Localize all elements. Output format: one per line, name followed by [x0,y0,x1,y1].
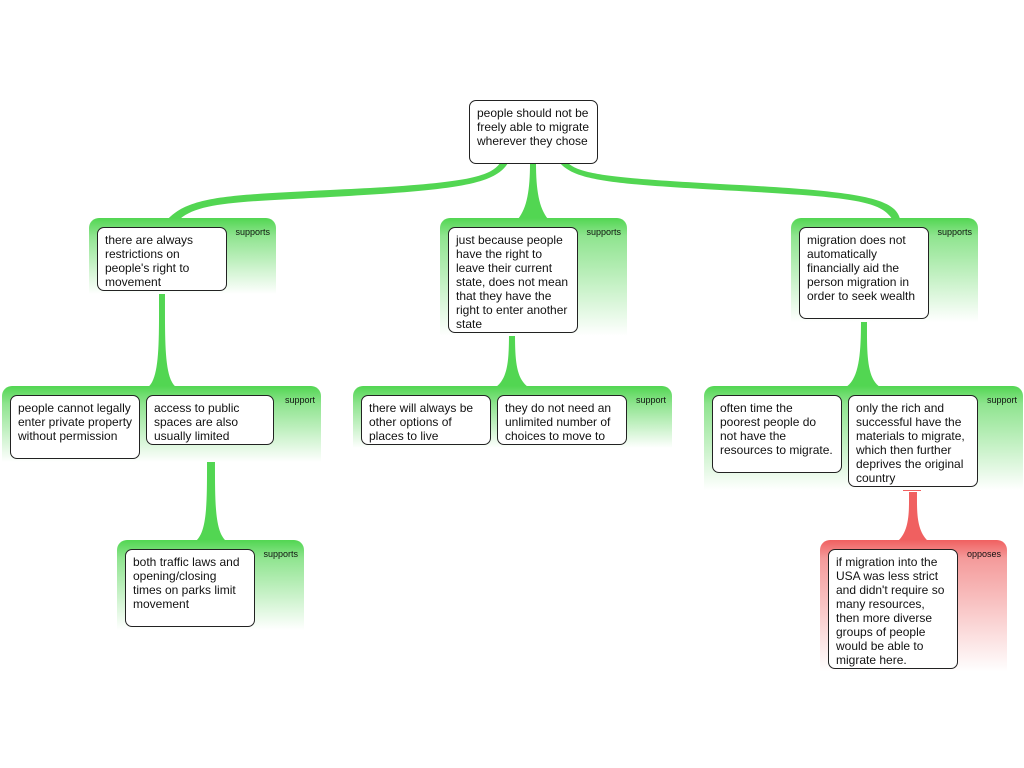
node-restrictions-on-movement[interactable]: there are always restrictions on people'… [97,227,227,291]
node-rich-migrate[interactable]: only the rich and successful have the ma… [848,395,978,487]
group-label: supports [263,549,298,559]
connector-financial-aid-to-children [846,318,880,387]
connector-root-to-financial-aid [560,163,900,219]
node-other-options[interactable]: there will always be other options of pl… [361,395,491,445]
connector-leave-state-to-children [496,332,528,387]
connector-root-to-leave-state [518,163,548,219]
group-label: support [635,395,666,405]
connector-root-to-restrictions [168,163,508,219]
group-label: supports [586,227,621,237]
connector-public-spaces-to-traffic-laws [196,444,226,541]
node-private-property[interactable]: people cannot legally enter private prop… [10,395,140,459]
connector-rich-migrate-to-usa [898,492,928,541]
node-financial-aid[interactable]: migration does not automatically financi… [799,227,929,319]
node-public-spaces[interactable]: access to public spaces are also usually… [146,395,274,445]
node-usa-migration[interactable]: if migration into the USA was less stric… [828,549,958,669]
node-root-claim[interactable]: people should not be freely able to migr… [469,100,598,164]
node-traffic-laws[interactable]: both traffic laws and opening/closing ti… [125,549,255,627]
group-label: support [986,395,1017,405]
group-label: supports [937,227,972,237]
group-label: support [284,395,315,405]
node-right-to-leave-state[interactable]: just because people have the right to le… [448,227,578,333]
oppose-marker [903,489,921,491]
node-unlimited-choices[interactable]: they do not need an unlimited number of … [497,395,627,445]
group-label: supports [235,227,270,237]
connector-restrictions-to-children [148,290,176,387]
node-poorest-people[interactable]: often time the poorest people do not hav… [712,395,842,473]
group-label: opposes [966,549,1001,559]
